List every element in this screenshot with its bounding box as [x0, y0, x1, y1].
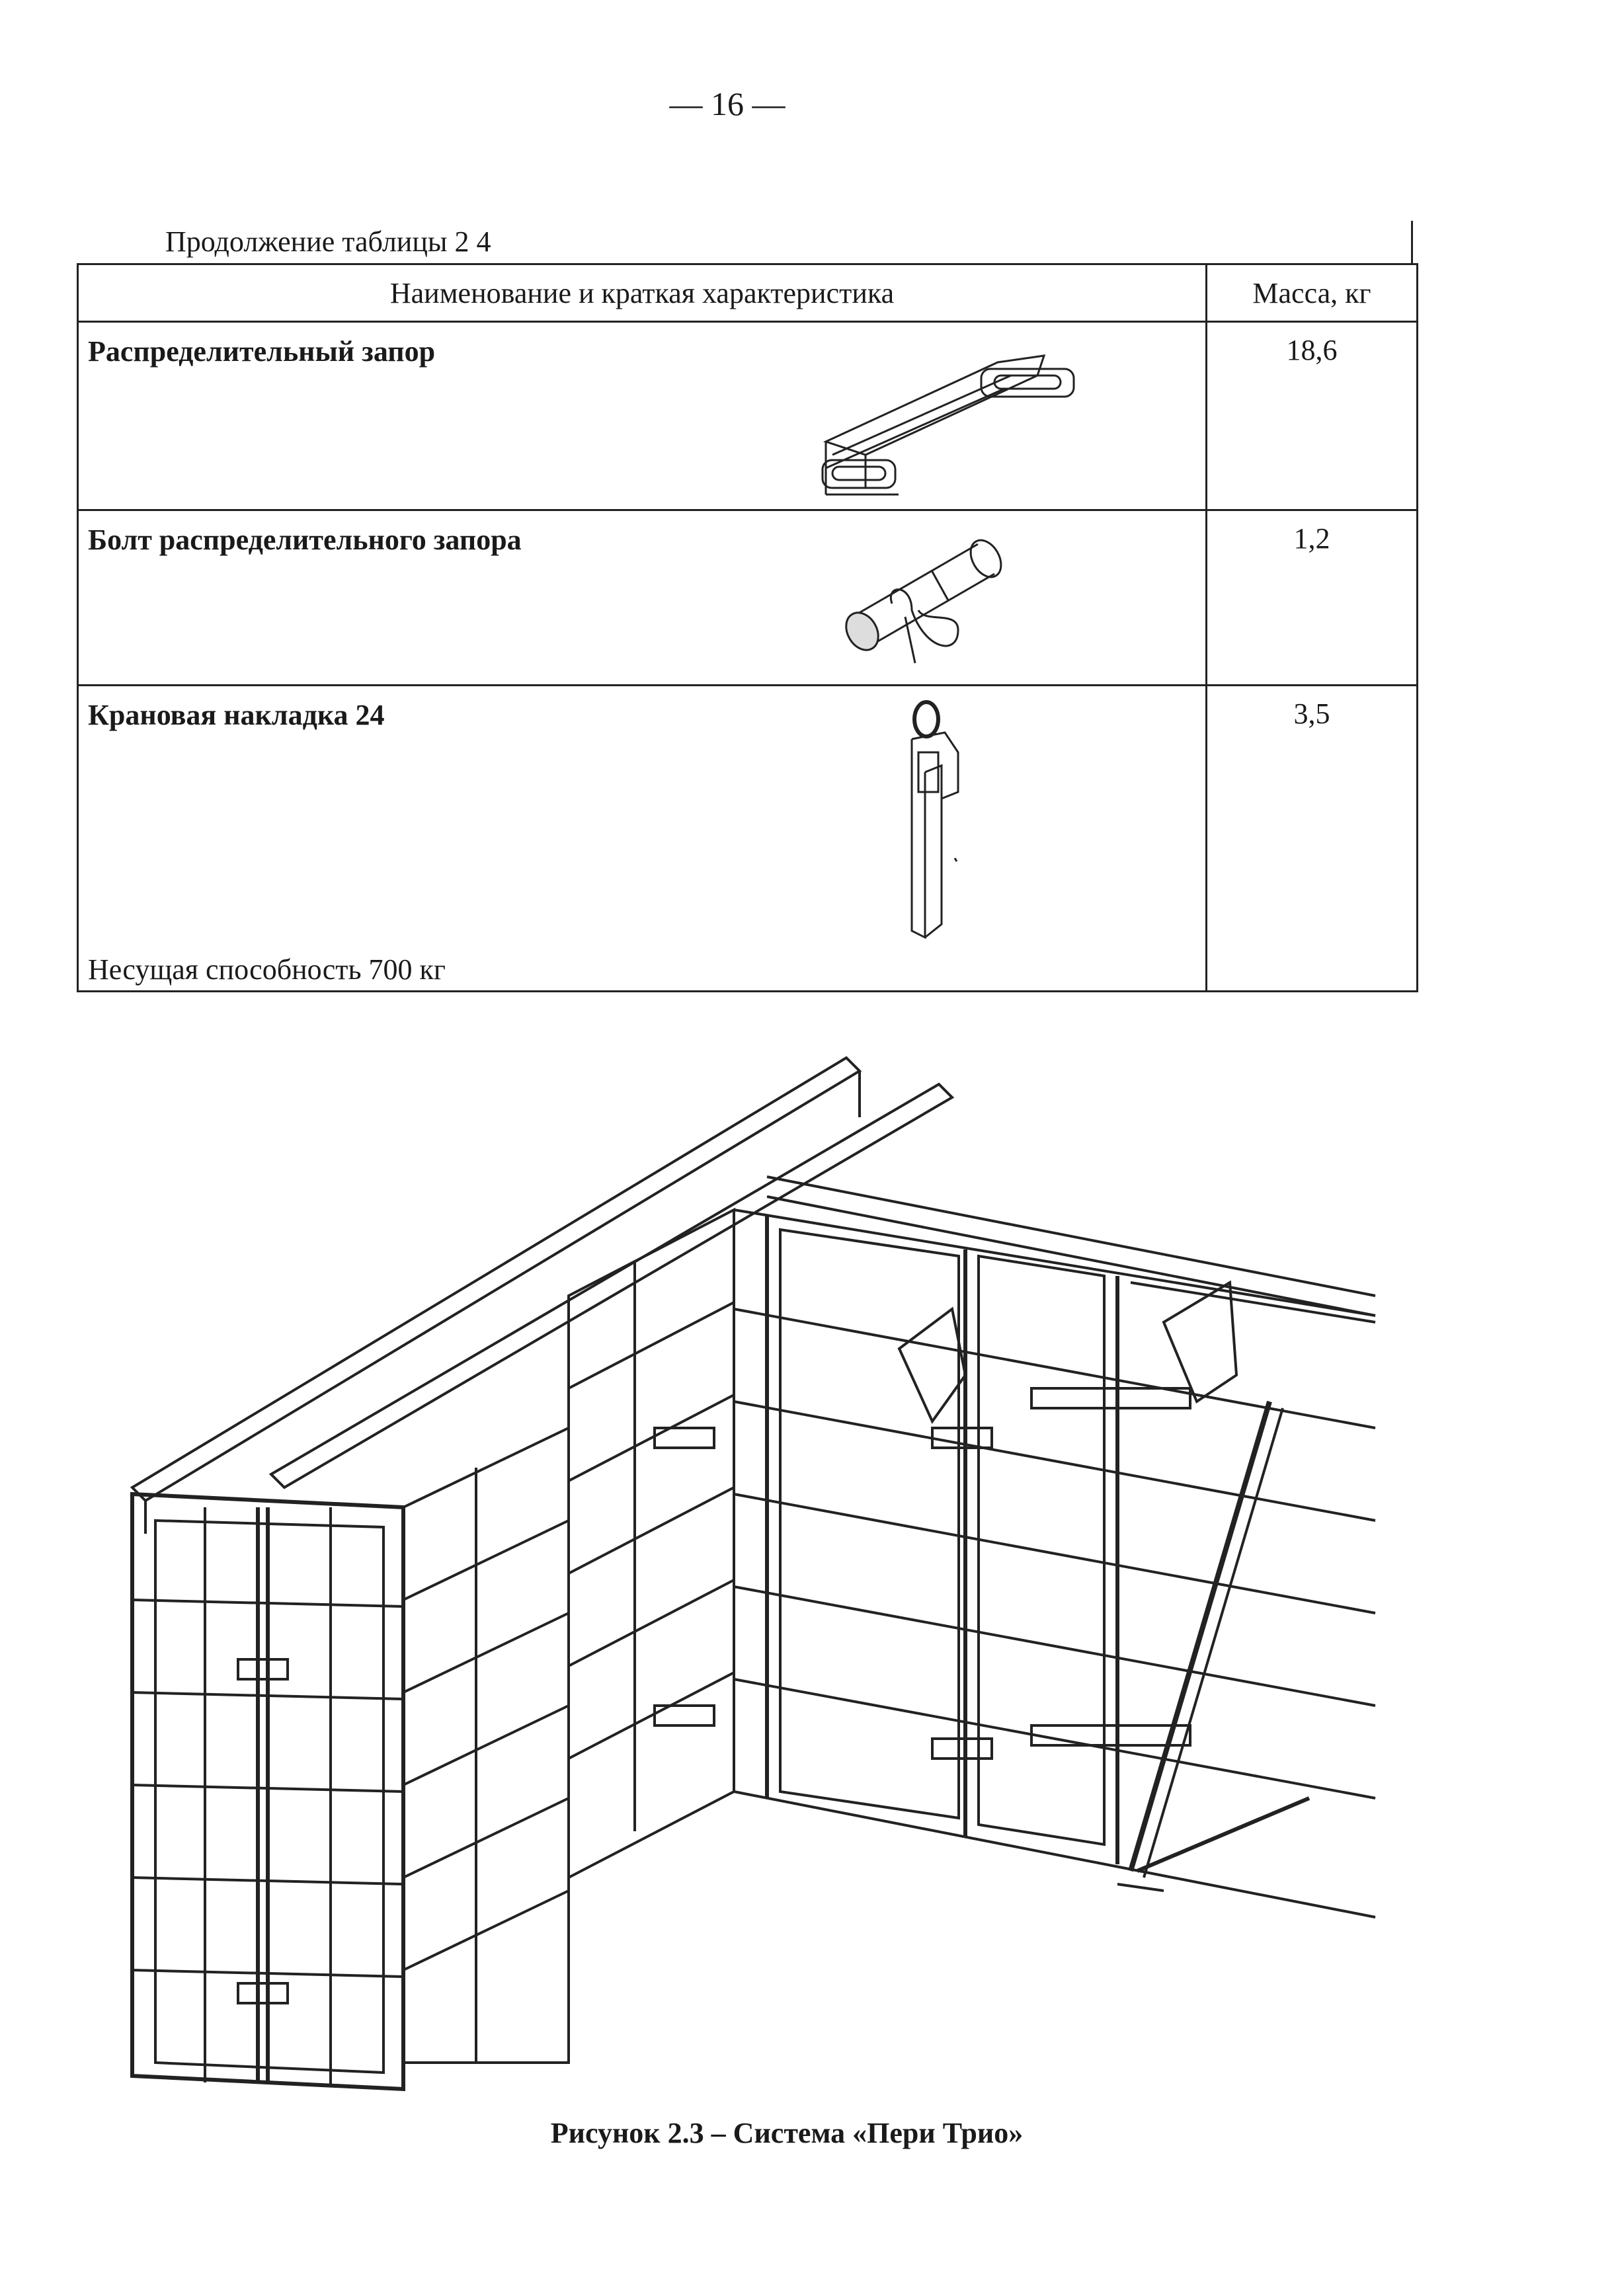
item-mass: 18,6: [1205, 321, 1418, 511]
item-name: Распределительный запор: [88, 335, 436, 368]
page-number: — 16 —: [669, 85, 786, 122]
item-mass: 1,2: [1205, 509, 1418, 686]
item-name: Крановая накладка 24: [88, 699, 385, 731]
table-row: Болт распределительного запора 1,2: [77, 509, 1418, 686]
table-caption: Продолжение таблицы 2 4: [165, 225, 491, 258]
table-header-row: Наименование и краткая характеристика Ма…: [77, 263, 1418, 323]
item-mass: 3,5: [1205, 684, 1418, 992]
crane-hook-illustration: [910, 700, 959, 939]
table-row: Распределительный запор 18,6: [77, 321, 1418, 511]
header-mass: Масса, кг: [1205, 263, 1418, 323]
lock-bolt-illustration: [845, 539, 1002, 664]
figure-caption: Рисунок 2.3 – Система «Пери Трио»: [550, 2117, 1024, 2149]
item-name: Болт распределительного запора: [88, 524, 522, 556]
table-row: Крановая накладка 24 Несущая способность…: [77, 684, 1418, 992]
header-name: Наименование и краткая характеристика: [77, 263, 1207, 323]
spec-table: Наименование и краткая характеристика Ма…: [77, 263, 1418, 992]
peri-trio-formwork-drawing: [130, 1056, 1376, 2092]
distribution-lock-illustration: [821, 354, 1075, 496]
item-note: Несущая способность 700 кг: [88, 953, 446, 986]
table-right-rule: [1411, 221, 1413, 264]
